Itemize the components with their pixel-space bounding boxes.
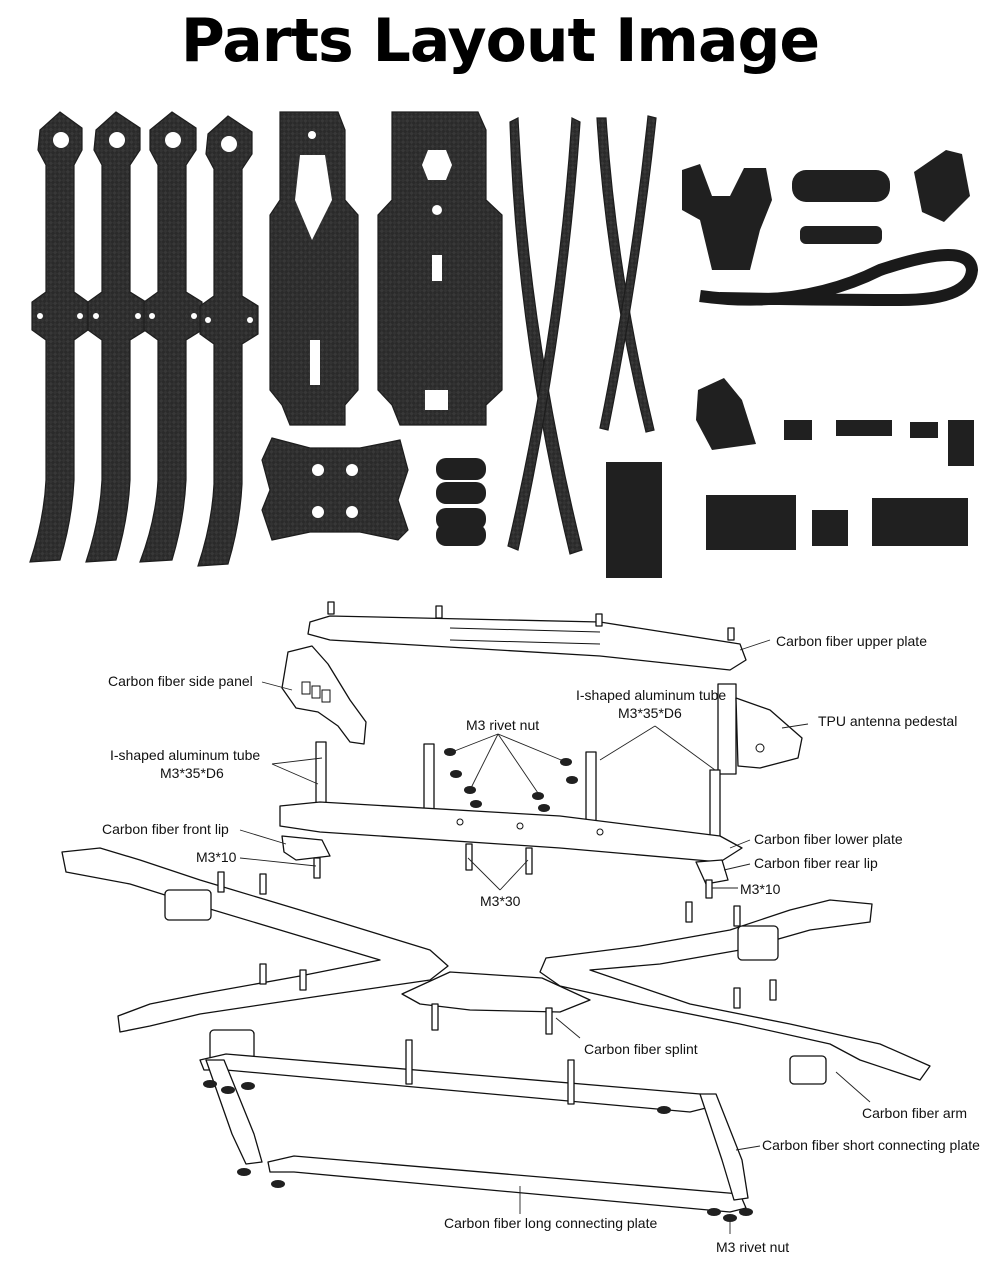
label-upper-plate: Carbon fiber upper plate bbox=[776, 633, 927, 649]
label-long-plate: Carbon fiber long connecting plate bbox=[444, 1215, 657, 1231]
carbon-arm-photo-2 bbox=[85, 111, 147, 563]
label-m3x10-left: M3*10 bbox=[196, 849, 237, 865]
rivet-nuts-mid-drawing bbox=[444, 748, 578, 812]
rivet-nuts-bottom-drawing bbox=[203, 1080, 753, 1222]
label-m3x10-right: M3*10 bbox=[740, 881, 781, 897]
carbon-arm-photo-4 bbox=[197, 115, 259, 567]
photo-parts bbox=[29, 111, 979, 578]
label-front-lip: Carbon fiber front lip bbox=[102, 821, 229, 837]
label-side-panel: Carbon fiber side panel bbox=[108, 673, 253, 689]
label-m3x30: M3*30 bbox=[480, 893, 521, 909]
label-tube-left-spec: M3*35*D6 bbox=[160, 765, 224, 781]
front-lip-drawing bbox=[281, 835, 331, 861]
antenna-pedestal-drawing bbox=[717, 683, 803, 775]
bottom-plate-photo bbox=[377, 111, 503, 426]
label-antenna-pedestal: TPU antenna pedestal bbox=[818, 713, 957, 729]
leader-lines bbox=[239, 639, 871, 1234]
label-tube-left: I-shaped aluminum tube bbox=[110, 747, 260, 763]
rubber-pads-photo bbox=[436, 458, 486, 546]
label-splint: Carbon fiber splint bbox=[584, 1041, 698, 1057]
label-short-plate: Carbon fiber short connecting plate bbox=[762, 1137, 980, 1153]
carbon-arm-photo-1 bbox=[29, 111, 89, 563]
screws-photo bbox=[706, 420, 974, 550]
splint-plate-photo bbox=[261, 437, 409, 541]
arms-drawing bbox=[61, 847, 931, 1085]
rear-lip-drawing bbox=[695, 859, 729, 885]
page-title: Parts Layout Image bbox=[180, 6, 820, 76]
exploded-diagram: Carbon fiber upper plate Carbon fiber si… bbox=[61, 601, 980, 1255]
label-rivet-nut-bottom: M3 rivet nut bbox=[716, 1239, 789, 1255]
short-plates-drawing bbox=[205, 1059, 749, 1201]
splint-drawing bbox=[401, 971, 591, 1035]
label-lower-plate: Carbon fiber lower plate bbox=[754, 831, 903, 847]
screws-drawing bbox=[313, 843, 713, 899]
velcro-pad-photo bbox=[606, 462, 662, 578]
label-rear-lip: Carbon fiber rear lip bbox=[754, 855, 878, 871]
tpu-accessories-photo bbox=[682, 150, 979, 450]
long-plates-drawing bbox=[199, 1039, 747, 1213]
upper-plate-drawing bbox=[307, 601, 747, 671]
top-plate-photo bbox=[269, 111, 359, 426]
label-rivet-nut-top: M3 rivet nut bbox=[466, 717, 539, 733]
label-tube-right: I-shaped aluminum tube bbox=[576, 687, 726, 703]
label-arm: Carbon fiber arm bbox=[862, 1105, 967, 1121]
label-tube-right-spec: M3*35*D6 bbox=[618, 705, 682, 721]
side-panel-drawing bbox=[281, 645, 367, 745]
carbon-arm-photo-3 bbox=[139, 111, 203, 563]
long-connecting-plates-photo bbox=[507, 115, 657, 555]
lower-plate-drawing bbox=[279, 801, 743, 863]
